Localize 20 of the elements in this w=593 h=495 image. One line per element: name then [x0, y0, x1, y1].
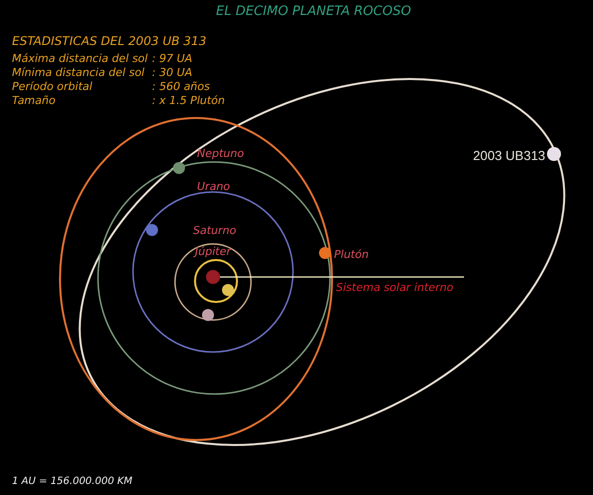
- object-label: 2003 UB313: [473, 148, 546, 163]
- region-label: Sistema solar interno: [336, 277, 464, 294]
- leader-line: [220, 276, 464, 278]
- stat-value: : x 1.5 Plutón: [152, 94, 225, 107]
- stat-value: : 30 UA: [152, 66, 192, 79]
- stat-name: Tamaño: [12, 94, 56, 107]
- scale-note: 1 AU = 156.000.000 KM: [12, 475, 132, 488]
- title: EL DECIMO PLANETA ROCOSO: [216, 4, 412, 20]
- stat-value: : 97 UA: [152, 52, 192, 65]
- stat-value: : 560 años: [152, 80, 210, 93]
- planet-label: Plutón: [334, 248, 369, 261]
- stat-name: Mínima distancia del sol: [12, 66, 144, 79]
- stat-name: Máxima distancia del sol: [12, 52, 148, 65]
- sun-circle: [206, 270, 220, 284]
- planet-label: Saturno: [193, 224, 236, 237]
- planet-label: Urano: [197, 180, 230, 193]
- stats-heading: ESTADISTICAS DEL 2003 UB 313: [12, 35, 206, 48]
- planet-label: Júpiter: [195, 245, 231, 258]
- stat-name: Período orbital: [12, 80, 92, 93]
- planet-label: Neptuno: [197, 147, 244, 160]
